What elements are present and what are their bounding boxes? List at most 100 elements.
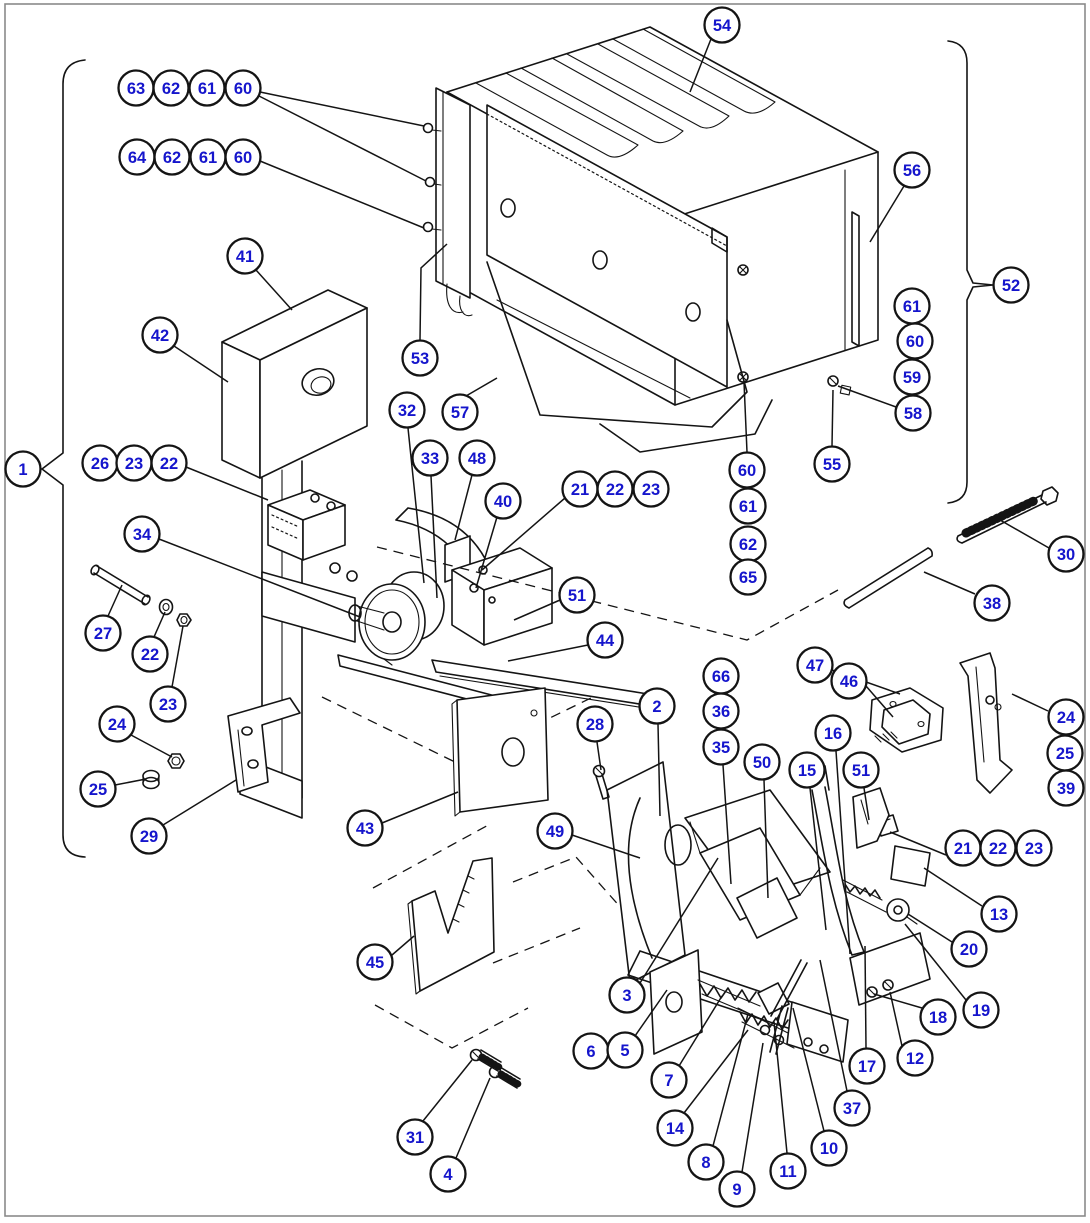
balloon-20[interactable]: 20 <box>907 913 988 968</box>
balloon-23[interactable]: 23 <box>149 625 187 723</box>
balloon-circle <box>896 322 934 360</box>
balloon-12[interactable]: 12 <box>889 991 934 1077</box>
balloon-62[interactable]: 62 <box>153 138 191 176</box>
balloon-61[interactable]: 61 <box>189 138 227 176</box>
balloon-60[interactable]: 60 <box>728 381 766 489</box>
balloon-60[interactable]: 60 <box>224 138 425 229</box>
small-screws <box>469 764 610 1089</box>
balloon-circle <box>656 1109 694 1147</box>
balloon-36[interactable]: 36 <box>702 692 740 730</box>
balloon-60[interactable]: 60 <box>896 322 934 360</box>
balloon-56[interactable]: 56 <box>869 151 931 243</box>
balloon-62[interactable]: 62 <box>152 69 190 107</box>
balloon-44[interactable]: 44 <box>507 621 624 662</box>
balloon-54[interactable]: 54 <box>689 6 741 93</box>
balloon-53[interactable]: 53 <box>401 243 448 377</box>
balloon-24[interactable]: 24 <box>98 705 173 758</box>
balloon-65[interactable]: 65 <box>729 558 767 596</box>
balloon-51[interactable]: 51 <box>513 576 596 621</box>
balloon-6[interactable]: 6 <box>572 1032 610 1070</box>
balloon-42[interactable]: 42 <box>141 316 229 383</box>
balloon-55[interactable]: 55 <box>813 389 851 483</box>
balloon-25[interactable]: 25 <box>1046 734 1084 772</box>
balloon-21[interactable]: 21 <box>481 470 599 571</box>
balloon-34[interactable]: 34 <box>123 515 361 618</box>
leader-line <box>130 734 173 758</box>
balloon-57[interactable]: 57 <box>441 377 498 431</box>
balloon-22[interactable]: 22 <box>596 470 634 508</box>
balloon-61[interactable]: 61 <box>188 69 226 107</box>
balloon-48[interactable]: 48 <box>454 439 496 541</box>
side-strip-and-bolts <box>737 211 860 396</box>
balloon-23[interactable]: 23 <box>115 444 153 482</box>
balloon-62[interactable]: 62 <box>729 525 767 563</box>
balloon-61[interactable]: 61 <box>893 287 931 325</box>
balloon-46[interactable]: 46 <box>830 662 894 718</box>
balloon-59[interactable]: 59 <box>893 358 931 396</box>
balloon-2[interactable]: 2 <box>638 687 676 817</box>
balloon-27[interactable]: 27 <box>84 584 123 652</box>
balloon-41[interactable]: 41 <box>226 237 293 311</box>
balloon-8[interactable]: 8 <box>687 1013 749 1181</box>
balloon-45[interactable]: 45 <box>356 935 415 981</box>
balloon-15[interactable]: 15 <box>788 751 827 931</box>
balloon-21[interactable]: 21 <box>889 829 982 867</box>
balloon-58[interactable]: 58 <box>837 385 932 432</box>
leader-line <box>422 1059 473 1122</box>
balloon-3[interactable]: 3 <box>608 857 719 1014</box>
balloon-13[interactable]: 13 <box>923 867 1018 933</box>
balloon-61[interactable]: 61 <box>729 487 767 525</box>
balloon-30[interactable]: 30 <box>999 519 1085 573</box>
balloon-50[interactable]: 50 <box>743 743 781 899</box>
balloon-63[interactable]: 63 <box>117 69 155 107</box>
balloon-52[interactable]: 52 <box>992 266 1030 304</box>
balloon-64[interactable]: 64 <box>118 138 156 176</box>
balloon-33[interactable]: 33 <box>411 439 449 599</box>
balloon-22[interactable]: 22 <box>131 611 169 673</box>
balloon-22[interactable]: 22 <box>979 829 1017 867</box>
balloon-60[interactable]: 60 <box>224 69 427 182</box>
balloon-18[interactable]: 18 <box>873 993 957 1036</box>
balloon-circle <box>1015 829 1053 867</box>
balloon-circle <box>813 445 851 483</box>
balloon-23[interactable]: 23 <box>632 470 670 508</box>
balloon-number: 60 <box>234 149 252 167</box>
balloon-39[interactable]: 39 <box>1047 769 1085 807</box>
balloon-19[interactable]: 19 <box>904 923 1000 1029</box>
balloon-32[interactable]: 32 <box>388 391 426 584</box>
balloon-51[interactable]: 51 <box>842 751 880 821</box>
balloon-38[interactable]: 38 <box>923 571 1011 622</box>
balloon-49[interactable]: 49 <box>536 812 641 859</box>
balloon-25[interactable]: 25 <box>79 770 147 808</box>
mounting-plate <box>486 104 773 453</box>
balloon-number: 64 <box>128 149 147 167</box>
balloon-22[interactable]: 22 <box>150 444 269 501</box>
balloon-5[interactable]: 5 <box>606 989 668 1069</box>
balloon-circle <box>84 614 122 652</box>
balloon-17[interactable]: 17 <box>848 945 886 1085</box>
balloon-29[interactable]: 29 <box>130 779 237 855</box>
balloon-number: 34 <box>133 526 152 544</box>
balloon-31[interactable]: 31 <box>396 1059 473 1156</box>
balloon-28[interactable]: 28 <box>576 705 614 771</box>
balloon-number: 47 <box>806 657 824 675</box>
balloon-66[interactable]: 66 <box>702 657 740 695</box>
balloon-24[interactable]: 24 <box>1011 693 1085 736</box>
balloon-10[interactable]: 10 <box>792 1007 848 1167</box>
balloon-number: 35 <box>712 739 730 757</box>
balloon-35[interactable]: 35 <box>702 728 740 885</box>
balloon-16[interactable]: 16 <box>814 714 852 955</box>
balloon-40[interactable]: 40 <box>475 482 522 589</box>
balloon-number: 8 <box>701 1154 710 1172</box>
balloon-26[interactable]: 26 <box>81 444 119 482</box>
balloon-37[interactable]: 37 <box>819 959 871 1127</box>
balloon-23[interactable]: 23 <box>1015 829 1053 867</box>
balloon-circle <box>919 998 957 1036</box>
balloon-4[interactable]: 4 <box>429 1077 491 1193</box>
balloon-43[interactable]: 43 <box>346 791 459 847</box>
balloon-9[interactable]: 9 <box>718 1042 764 1208</box>
balloon-1[interactable]: 1 <box>4 450 42 488</box>
balloon-7[interactable]: 7 <box>650 995 723 1099</box>
balloon-11[interactable]: 11 <box>769 1021 807 1190</box>
balloon-14[interactable]: 14 <box>656 1029 749 1147</box>
